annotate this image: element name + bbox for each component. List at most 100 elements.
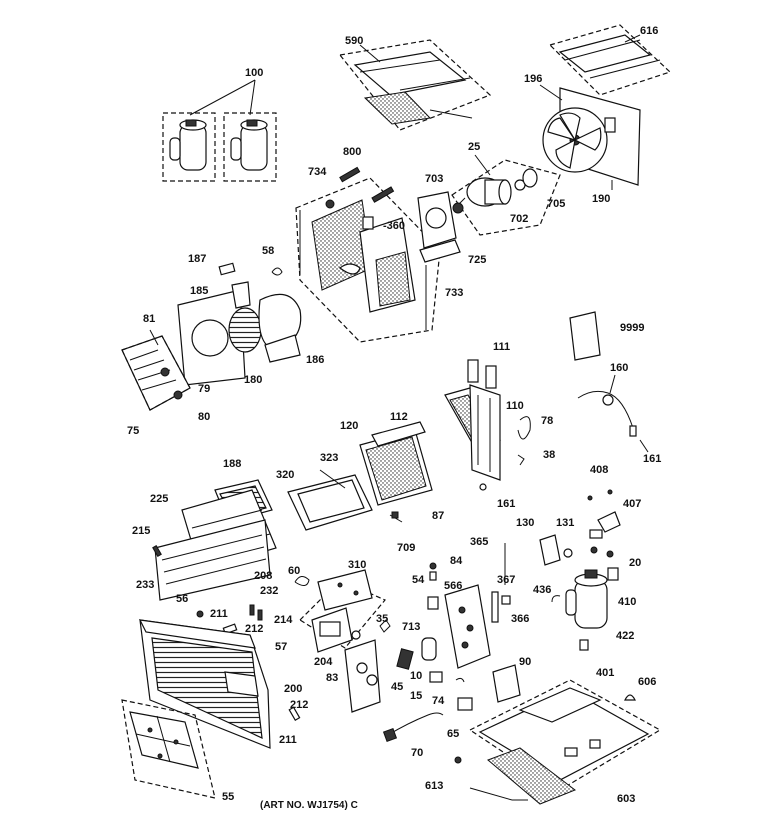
callout-208: 208 <box>254 570 272 582</box>
callout-79: 79 <box>198 383 210 395</box>
callout-211-upper: 211 <box>210 608 228 620</box>
callout-590: 590 <box>345 35 363 47</box>
callout-734: 734 <box>308 166 327 178</box>
callout-603: 603 <box>617 793 635 805</box>
callout-800: 800 <box>343 146 361 158</box>
callout-215: 215 <box>132 525 150 537</box>
callout-45: 45 <box>391 681 403 693</box>
callout-58: 58 <box>262 245 274 257</box>
callout-130: 130 <box>516 517 534 529</box>
screw-87 <box>389 511 403 523</box>
callout-725: 725 <box>468 254 486 266</box>
callout-613: 613 <box>425 780 443 792</box>
callout-204: 204 <box>314 656 333 668</box>
callout-10: 10 <box>410 670 422 682</box>
callout-84: 84 <box>450 555 463 567</box>
callout-185: 185 <box>190 285 208 297</box>
callout-323: 323 <box>320 452 338 464</box>
callout-78: 78 <box>541 415 553 427</box>
callout-422: 422 <box>616 630 634 642</box>
clip-58 <box>271 267 283 276</box>
callout-212-lower: 212 <box>290 699 308 711</box>
callout-196: 196 <box>524 73 542 85</box>
callout-57: 57 <box>275 641 287 653</box>
clip-215 <box>152 544 162 558</box>
blower-assembly-180 <box>177 262 302 386</box>
small-hardware-407 <box>539 489 621 566</box>
front-cabinet-200 <box>138 619 271 749</box>
compressor-422 <box>551 567 619 651</box>
partition-800 <box>295 166 441 343</box>
callout-38: 38 <box>543 449 555 461</box>
base-pan-603 <box>454 679 662 805</box>
callout-54: 54 <box>412 574 425 586</box>
callout-56: 56 <box>176 593 188 605</box>
callout-320: 320 <box>276 469 294 481</box>
motor-mount-725 <box>417 191 461 263</box>
top-cover-590 <box>338 39 492 131</box>
callout-188: 188 <box>223 458 241 470</box>
callout-212-upper: 212 <box>245 623 263 635</box>
callout-436: 436 <box>533 584 551 596</box>
callout-733: 733 <box>445 287 463 299</box>
control-board-310 <box>294 569 386 713</box>
callout-702: 702 <box>510 213 528 225</box>
callout-161-thermistor: 161 <box>643 453 661 465</box>
callout-83: 83 <box>326 672 338 684</box>
control-panel-75 <box>121 329 191 411</box>
air-louver-225 <box>154 479 277 601</box>
callout-367: 367 <box>497 574 515 586</box>
callout-187: 187 <box>188 253 206 265</box>
callout-70: 70 <box>411 747 423 759</box>
callout-55: 55 <box>222 791 234 803</box>
callout-111: 111 <box>493 341 510 353</box>
cover-plate-90 <box>492 664 521 703</box>
evaporator-coil-120 <box>287 421 433 531</box>
callout-232: 232 <box>260 585 278 597</box>
callout-616: 616 <box>640 25 658 37</box>
callout-225: 225 <box>150 493 168 505</box>
callout-161-coil: 161 <box>497 498 515 510</box>
callout-9999: 9999 <box>620 322 644 334</box>
callout-35: 35 <box>376 613 388 625</box>
electrical-components-713 <box>379 562 473 711</box>
callout-366: 366 <box>511 613 529 625</box>
condenser-coil-110 <box>444 359 531 491</box>
callout-20: 20 <box>629 557 641 569</box>
callout-87: 87 <box>432 510 444 522</box>
part-number-labels: 100 590 616 196 25 800 734 -360 703 702 … <box>127 25 661 811</box>
compressor-kit-100 <box>162 79 277 182</box>
fan-motor-25 <box>451 154 561 236</box>
callout-705: 705 <box>547 198 565 210</box>
callout-190: 190 <box>592 193 610 205</box>
callout-65: 65 <box>447 728 459 740</box>
callout-606: 606 <box>638 676 656 688</box>
callout-407: 407 <box>623 498 641 510</box>
callout-74: 74 <box>432 695 445 707</box>
callout-160: 160 <box>610 362 628 374</box>
manual-9999 <box>569 311 601 361</box>
callout-100: 100 <box>245 67 263 79</box>
air-filter-55 <box>121 699 216 799</box>
callout-365: 365 <box>470 536 488 548</box>
callout-709: 709 <box>397 542 415 554</box>
callout-81: 81 <box>143 313 155 325</box>
condenser-fan-shroud-190 <box>539 84 641 190</box>
callout-360: -360 <box>383 220 405 232</box>
callout-25: 25 <box>468 141 480 153</box>
power-cord-70 <box>382 712 444 743</box>
callout-110: 110 <box>506 400 524 412</box>
callout-15: 15 <box>410 690 422 702</box>
callout-120: 120 <box>340 420 358 432</box>
callout-214: 214 <box>274 614 293 626</box>
callout-566: 566 <box>444 580 462 592</box>
callout-410: 410 <box>618 596 636 608</box>
rail-616 <box>548 24 672 96</box>
callout-200: 200 <box>284 683 302 695</box>
callout-60: 60 <box>288 565 300 577</box>
control-box-566 <box>427 543 511 669</box>
callout-703: 703 <box>425 173 443 185</box>
callout-131: 131 <box>556 517 574 529</box>
callout-401: 401 <box>596 667 614 679</box>
